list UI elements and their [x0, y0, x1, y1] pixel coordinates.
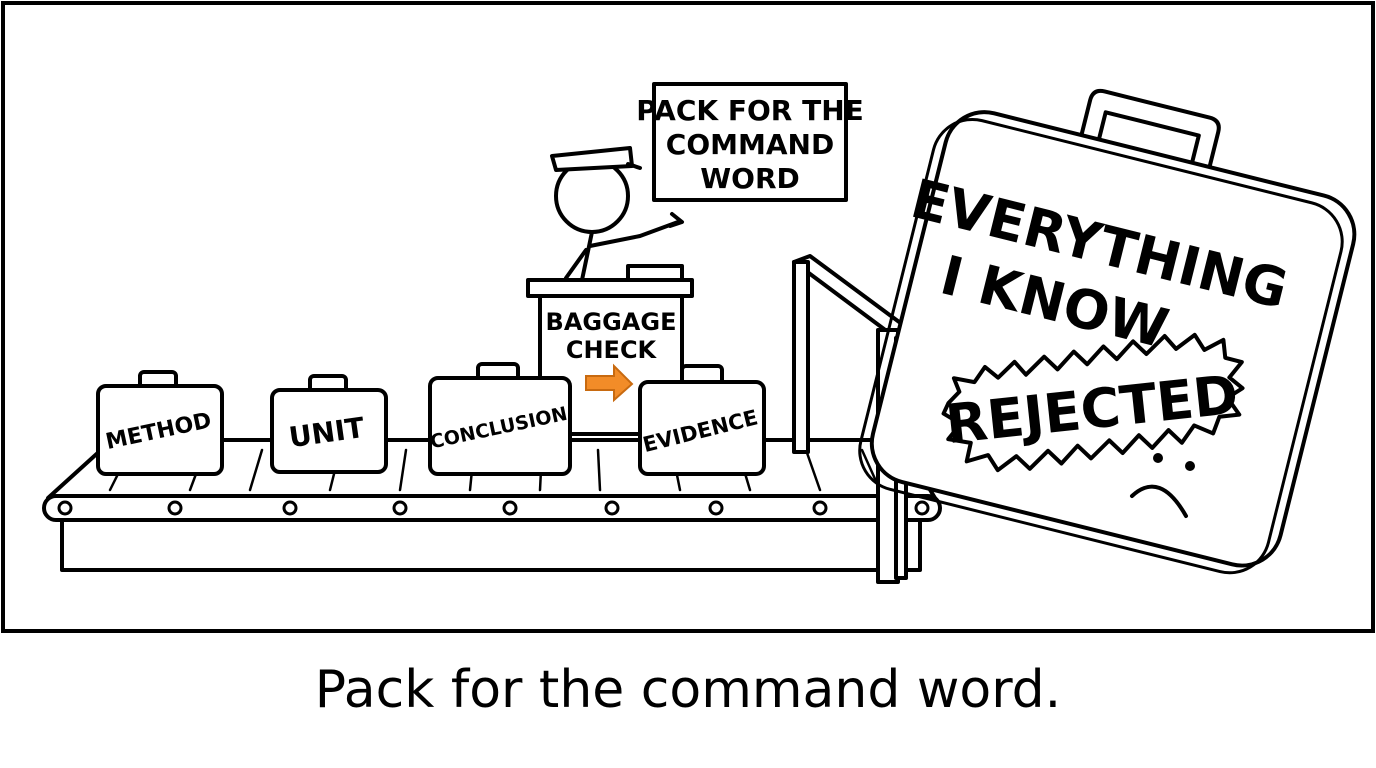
suitcase-unit: UNIT — [270, 374, 388, 474]
comic-caption: Pack for the command word. — [314, 660, 1062, 720]
sign-line1: PACK FOR THE — [636, 94, 864, 127]
desk-label-line1: BAGGAGE — [546, 308, 677, 336]
conveyor-belt — [42, 438, 942, 572]
sign-line3: WORD — [700, 162, 800, 195]
sad-face-icon — [1130, 453, 1195, 518]
sign-line2: COMMAND — [666, 128, 834, 161]
suitcase-method: METHOD — [96, 370, 224, 476]
command-word-sign: PACK FOR THE COMMAND WORD — [636, 82, 864, 202]
suitcase-evidence: EVIDENCE — [638, 364, 766, 476]
suitcase-conclusion: CONCLUSION — [428, 362, 572, 476]
desk-label-line2: CHECK — [566, 336, 658, 364]
arrow-right-icon — [585, 363, 634, 403]
officer-figure — [550, 146, 684, 282]
